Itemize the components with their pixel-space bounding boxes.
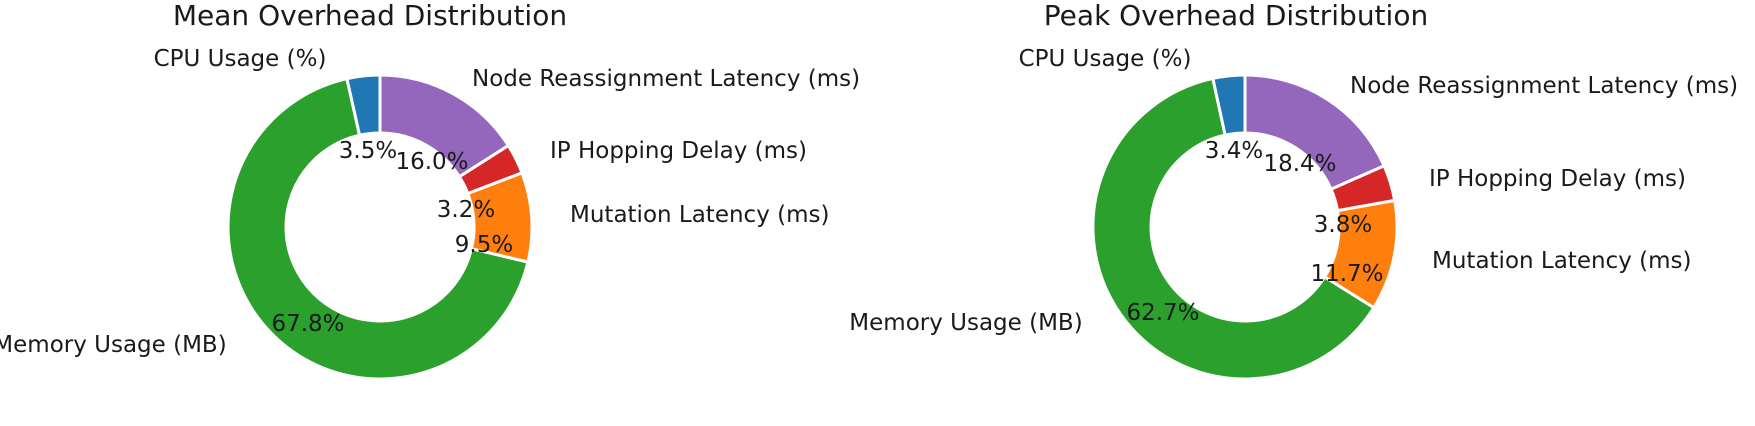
peak-pct-memory-usage: 62.7% bbox=[1126, 300, 1199, 326]
mean-pct-node-reassignment-latency: 16.0% bbox=[395, 149, 468, 175]
mean-label-cpu-usage: CPU Usage (%) bbox=[154, 46, 327, 72]
mean-pct-memory-usage: 67.8% bbox=[271, 311, 344, 337]
mean-wedge-node-reassignment-latency bbox=[378, 73, 511, 179]
mean-label-ip-hopping-delay: IP Hopping Delay (ms) bbox=[550, 138, 807, 164]
mean-label-memory-usage: Memory Usage (MB) bbox=[0, 332, 227, 358]
peak-chart-labels: CPU Usage (%) 3.4% Memory Usage (MB) 62.7% M… bbox=[849, 46, 1738, 336]
peak-overhead-chart: Peak Overhead Distribution CPU Usage (%)… bbox=[849, 0, 1738, 381]
mean-overhead-chart: Mean Overhead Distribution CPU Usage (%)… bbox=[0, 0, 860, 381]
peak-wedge-memory-usage bbox=[1091, 76, 1376, 381]
peak-chart-wedges bbox=[1091, 73, 1399, 381]
mean-pct-mutation-latency: 9.5% bbox=[455, 232, 513, 258]
peak-label-ip-hopping-delay: IP Hopping Delay (ms) bbox=[1429, 166, 1686, 192]
mean-label-node-reassignment-latency: Node Reassignment Latency (ms) bbox=[472, 66, 860, 92]
peak-label-mutation-latency: Mutation Latency (ms) bbox=[1432, 248, 1691, 274]
mean-chart-wedges bbox=[226, 73, 534, 381]
peak-pct-mutation-latency: 11.7% bbox=[1310, 261, 1383, 287]
peak-label-memory-usage: Memory Usage (MB) bbox=[849, 310, 1082, 336]
peak-label-node-reassignment-latency: Node Reassignment Latency (ms) bbox=[1350, 73, 1738, 99]
peak-wedge-node-reassignment-latency bbox=[1243, 73, 1387, 192]
peak-pct-cpu-usage: 3.4% bbox=[1205, 138, 1263, 164]
mean-wedge-memory-usage bbox=[226, 76, 530, 381]
mean-pct-ip-hopping-delay: 3.2% bbox=[437, 197, 495, 223]
mean-chart-title: Mean Overhead Distribution bbox=[173, 0, 567, 32]
peak-label-cpu-usage: CPU Usage (%) bbox=[1019, 46, 1192, 72]
peak-pct-node-reassignment-latency: 18.4% bbox=[1263, 151, 1336, 177]
mean-label-mutation-latency: Mutation Latency (ms) bbox=[570, 202, 829, 228]
peak-pct-ip-hopping-delay: 3.8% bbox=[1314, 212, 1372, 238]
mean-pct-cpu-usage: 3.5% bbox=[339, 138, 397, 164]
peak-chart-title: Peak Overhead Distribution bbox=[1044, 0, 1428, 32]
mean-chart-labels: CPU Usage (%) 3.5% Memory Usage (MB) 67.8% M… bbox=[0, 46, 860, 358]
